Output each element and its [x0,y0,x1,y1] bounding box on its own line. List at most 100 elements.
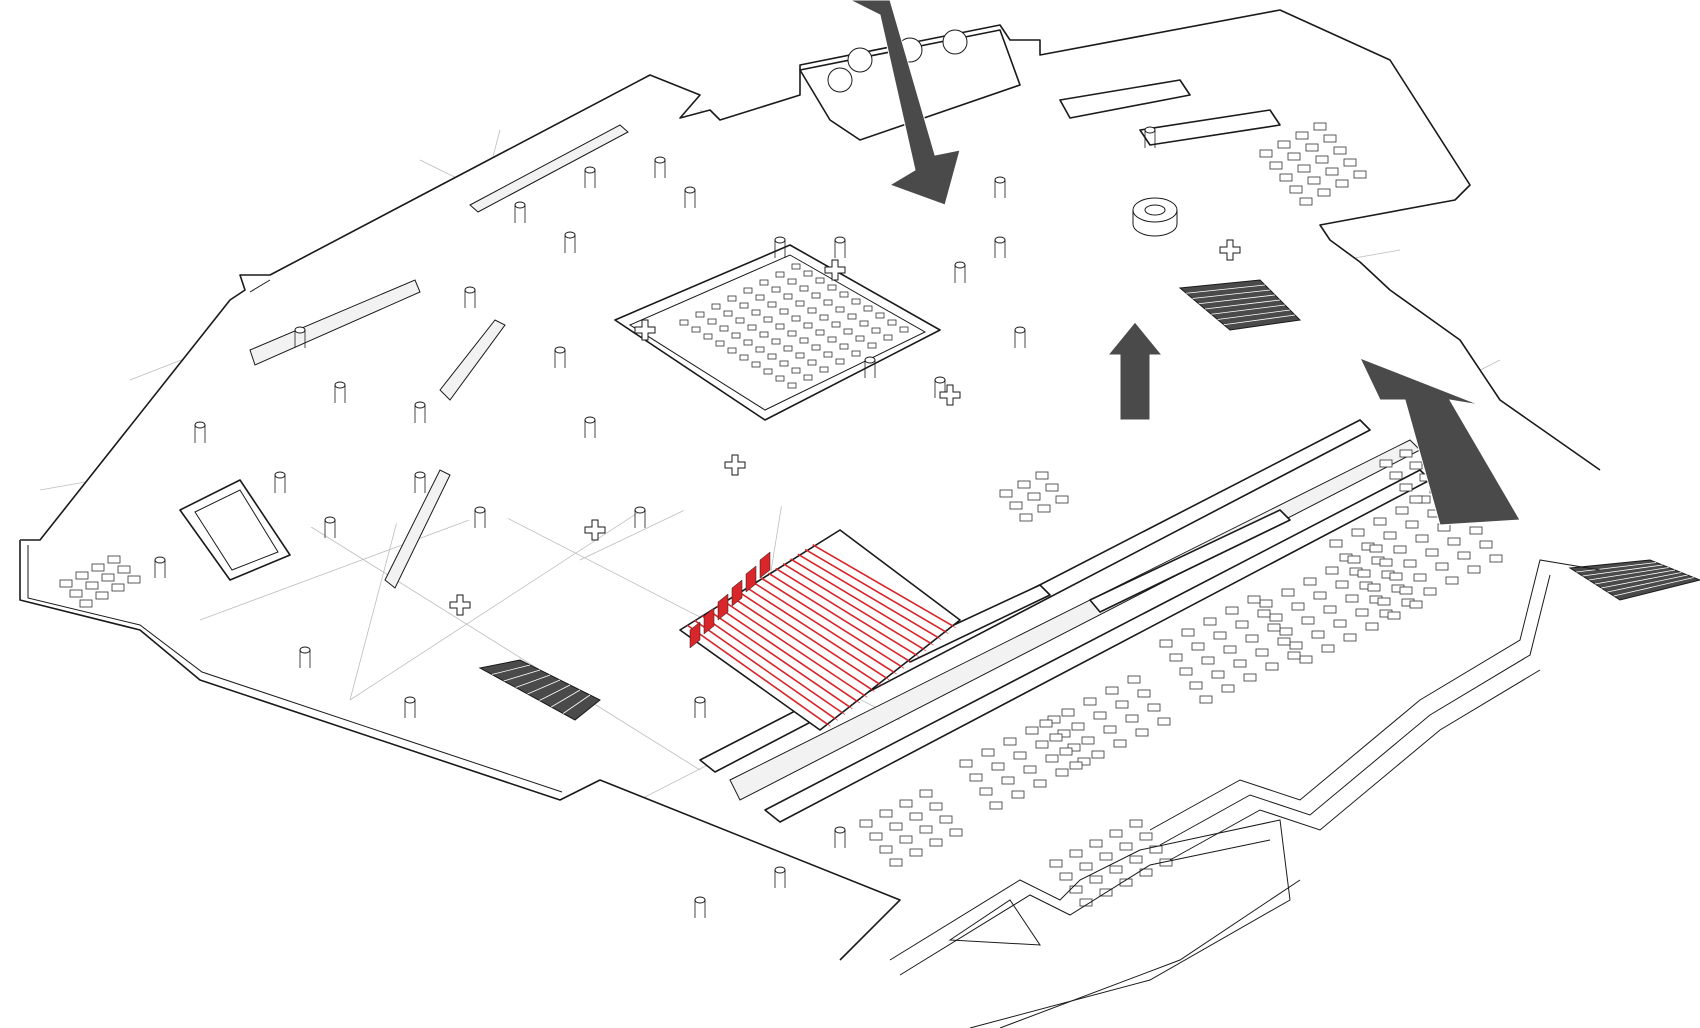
seminar-seat [791,367,801,374]
desk [1347,555,1361,564]
column [654,156,666,164]
column [414,471,426,479]
desk [1389,471,1403,480]
seminar-seat [743,339,753,346]
column [994,236,1006,244]
seminar-seat [751,361,761,368]
table [1277,140,1291,149]
desk [1405,520,1419,529]
seminar-seat [799,337,809,344]
desk [1045,754,1059,763]
seminar-seat [679,319,689,326]
stair-step [562,694,591,714]
desk [1115,700,1129,709]
desk [1365,622,1379,631]
desk [1445,576,1459,585]
desk [1399,449,1413,458]
table [1323,134,1337,143]
seminar-seat [735,317,745,324]
desk [1203,617,1217,626]
table [1325,167,1339,176]
desk [1105,686,1119,695]
column [584,166,596,174]
arrow-center-up [1106,321,1164,421]
stair-step [1607,574,1688,593]
auditorium [679,529,961,731]
desk [1103,725,1117,734]
seminar-seat [835,358,845,365]
desk [1149,845,1163,854]
seminar-seat [727,295,737,302]
acoustic-fin [717,593,729,621]
desk [1091,750,1105,759]
desk [859,819,873,828]
desk [1289,641,1303,650]
desk [1351,528,1365,537]
desk [1415,534,1429,543]
seminar-seat [691,326,701,333]
seminar-seat [791,263,801,270]
cross-pillar [939,384,961,406]
seminar-seat [811,292,821,299]
desk [1079,898,1093,907]
seminar-seat [815,277,825,284]
stair-step [1576,562,1657,573]
desk [1059,747,1073,756]
column [584,416,596,424]
desk [1201,656,1215,665]
seminar-seat [771,338,781,345]
desk [1047,715,1061,724]
seminar-seat [763,368,773,375]
seminar-seat [763,316,773,323]
seminar-seat [707,318,717,325]
desk [869,832,883,841]
seminar-seat [767,353,777,360]
desk [1093,711,1107,720]
seminar-seat [823,299,833,306]
desk [1137,689,1151,698]
column [1144,126,1156,134]
desk [1345,594,1359,603]
table [999,489,1013,498]
desk [1001,776,1015,785]
table [85,581,99,590]
auditorium-row-edge [786,565,927,652]
desk [1071,722,1085,731]
column [294,326,306,334]
table [1045,483,1059,492]
seminar-seat [775,271,785,278]
column [514,201,526,209]
auditorium-row-edge [749,589,890,681]
seminar-seat [843,328,853,335]
stair-step [1186,284,1266,294]
desk [1379,459,1393,468]
desk [1265,662,1279,671]
seminar-seat [803,270,813,277]
desk [1413,573,1427,582]
auditorium-row-edge [793,560,934,646]
seminar-seat [811,344,821,351]
table [1343,158,1357,167]
desk [1035,740,1049,749]
desk [1409,461,1423,470]
cross-pillar [824,259,846,281]
table [79,599,93,608]
desk [1367,583,1381,592]
table [1279,173,1293,182]
auditorium-row-edge [756,584,897,675]
arrow-east-up [1359,357,1521,526]
table [1307,176,1321,185]
column [154,556,166,564]
seminar-seat [803,374,813,381]
desk [1225,606,1239,615]
table [95,591,109,600]
desk [959,759,973,768]
column [194,421,206,429]
desk [1119,842,1133,851]
cross-pillar [634,319,656,341]
seminar-seat [767,301,777,308]
acoustic-fin [759,551,771,579]
desk [1457,551,1471,560]
table [1027,492,1041,501]
table [1269,161,1283,170]
